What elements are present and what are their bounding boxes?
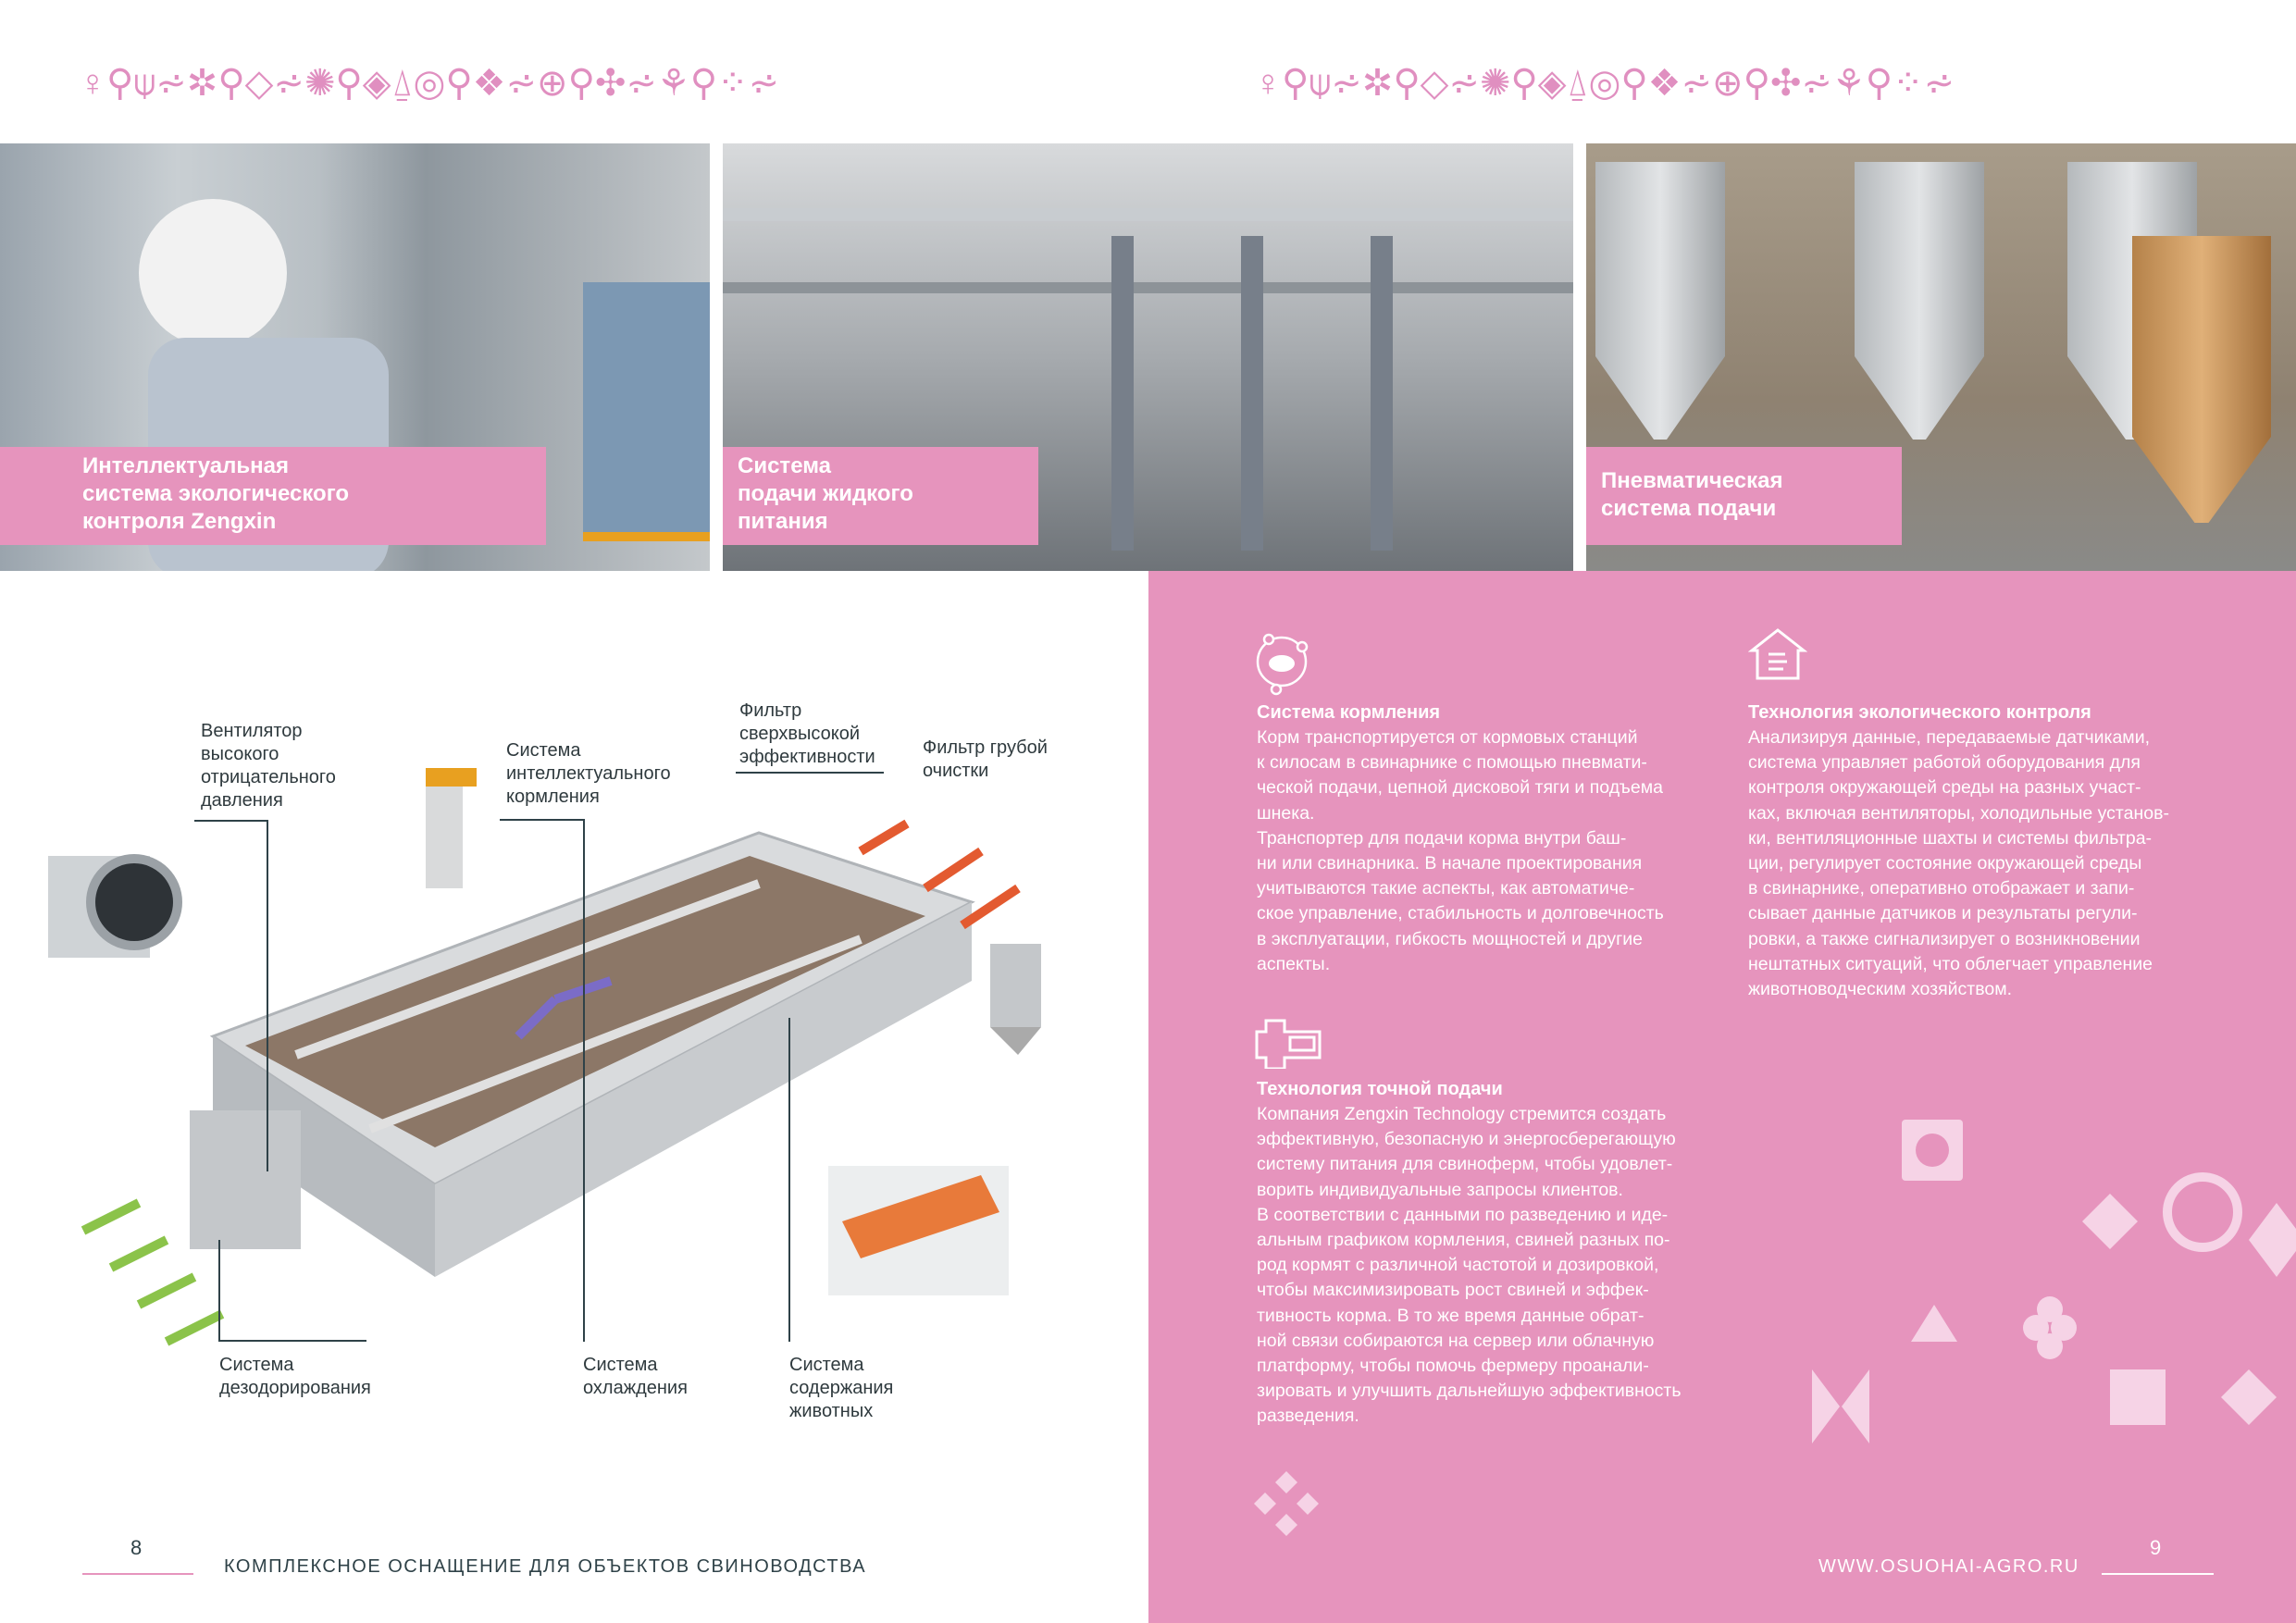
section-precise-feeding: Технология точной подачи Компания Zengxi… [1257,1077,1756,1430]
photo-label-eco-control: Интеллектуальная система экологического … [0,447,546,545]
label-line: система экологического [82,481,350,506]
label-line: Пневматическая [1601,468,1783,493]
feeder-device-icon [1255,1019,1322,1069]
section-title: Система кормления [1257,702,1441,723]
label-feeding-system: Система интеллектуального кормления [506,740,671,807]
leader-line [788,1018,790,1342]
leader-line [218,1240,366,1342]
page-number-left: 8 [130,1536,143,1559]
exhaust-fan-icon [48,854,182,958]
leader-line [736,772,884,774]
label-housing: Система содержания животных [789,1355,894,1421]
house-wind-icon [1748,628,1807,680]
label-cooling: Система охлаждения [583,1355,688,1398]
label-line: Интеллектуальная [82,453,289,478]
silo-icon [990,944,1041,1055]
section-feeding-system: Система кормления Корм транспортируется … [1257,700,1738,977]
deodor-unit [190,1110,301,1249]
leader-line [500,819,585,1342]
pen-module-icon [828,1166,1009,1295]
controller-screen [583,282,710,541]
section-text: Корм транспортируется от кормовых станци… [1257,727,1664,974]
building-floor [245,856,925,1147]
ornament-band-right: ♀⚲⍦⩫✲⚲◇⩫✺⚲◈⍙◎⚲❖⩫⊕⚲✣⩫⚘⚲⁘⩫ [1254,63,1955,104]
label-line: система подачи [1601,496,1777,521]
label-hepa-filter: Фильтр сверхвысокой эффективности [739,700,875,767]
building-wall [213,1036,435,1277]
pig-cycle-icon [1256,633,1309,696]
exhaust-arrows [81,1198,225,1346]
label-coarse-filter: Фильтр грубой очистки [923,737,1048,781]
label-line: подачи жидкого [738,481,913,506]
page-number-right: 9 [2150,1536,2162,1559]
label-deodorization: Система дезодорирования [219,1355,371,1398]
section-text: Компания Zengxin Technology стремится со… [1257,1104,1682,1427]
right-page-panel [1148,571,2296,1623]
photo-label-liquid-feeding: Система подачи жидкого питания [723,447,1038,545]
label-line: питания [738,509,828,534]
section-eco-control: Технология экологического контроля Анали… [1748,700,2248,1002]
label-line: Система [738,453,832,478]
intake-arrows [858,819,1021,930]
diamond-ornament-icon [1254,1471,1319,1536]
label-line: контроля Zengxin [82,509,277,534]
footer-line-right [2102,1573,2214,1575]
footer-line-left [82,1573,193,1575]
pig-house-diagram [48,768,1041,1346]
photo-label-pneumatic: Пневматическая система подачи [1586,447,1902,545]
helmet [139,199,287,347]
section-title: Технология экологического контроля [1748,702,2091,723]
section-title: Технология точной подачи [1257,1079,1503,1099]
footer-website[interactable]: WWW.OSUOHAI-AGRO.RU [1818,1556,2079,1577]
label-fan: Вентилятор высокого отрицательного давле… [201,721,336,811]
decorative-ornaments [1812,1120,2296,1443]
section-text: Анализируя данные, передаваемые датчикам… [1748,727,2169,1000]
leader-line [194,820,268,1171]
ornament-band-left: ♀⚲⍦⩫✲⚲◇⩫✺⚲◈⍙◎⚲❖⩫⊕⚲✣⩫⚘⚲⁘⩫ [79,63,780,104]
footer-title: КОМПЛЕКСНОЕ ОСНАЩЕНИЕ ДЛЯ ОБЪЕКТОВ СВИНО… [224,1556,867,1577]
feeder-unit-icon [426,768,477,888]
